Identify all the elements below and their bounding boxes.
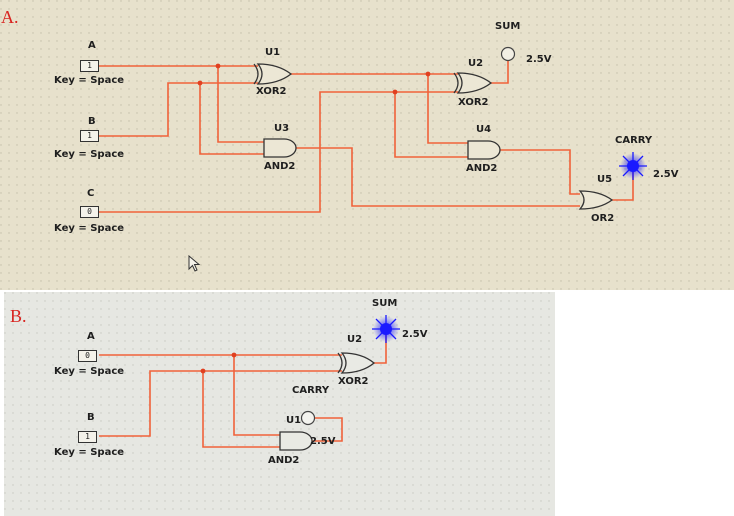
switch-c-toggle[interactable]: 0	[80, 206, 99, 218]
gate-u1-ref: U1	[265, 47, 281, 58]
mouse-cursor-icon	[188, 255, 201, 272]
gate-u1-xor	[253, 63, 293, 85]
probe-sum-lamp	[372, 315, 400, 343]
probe-sum-label: SUM	[372, 298, 398, 309]
junctions-a	[197, 63, 431, 95]
gate-u4-and	[467, 140, 501, 160]
switch-c-key: Key = Space	[54, 223, 125, 234]
gate-u2-xor	[453, 72, 493, 94]
gate-u2-ref: U2	[468, 58, 484, 69]
probe-carry-voltage: 2.5V	[310, 436, 336, 447]
switch-a-key: Key = Space	[54, 75, 125, 86]
gate-u5-or	[578, 190, 614, 210]
probe-carry-lamp	[619, 152, 647, 180]
gate-u2-ref: U2	[347, 334, 363, 345]
switch-a-toggle[interactable]: 0	[78, 350, 97, 362]
gate-u2-type: XOR2	[458, 97, 489, 108]
panel-a-letter: A.	[1, 7, 19, 27]
switch-b-name: B	[88, 116, 96, 127]
wires-a	[99, 54, 634, 213]
gate-u2-xor	[337, 352, 376, 374]
probe-sum-label: SUM	[495, 21, 521, 32]
probe-sum-voltage: 2.5V	[526, 54, 552, 65]
gate-u5-type: OR2	[591, 213, 615, 224]
probe-carry-label: CARRY	[615, 135, 653, 146]
switch-b-key: Key = Space	[54, 447, 125, 458]
schematic-a	[0, 0, 734, 290]
gate-u4-type: AND2	[466, 163, 498, 174]
circuit-panel-b: B. A 0 Key = Space B 1 Key = Space U2 XO…	[4, 292, 555, 516]
junctions-b	[200, 352, 237, 374]
circuit-panel-a: A. A 1 Key = Space B 1 Key = Space C 0 K…	[0, 0, 734, 290]
switch-b-toggle[interactable]: 1	[80, 130, 99, 142]
gate-u2-type: XOR2	[338, 376, 369, 387]
gate-u1-ref: U1	[286, 415, 302, 426]
gate-u3-and	[263, 138, 297, 158]
probe-sum-lamp	[500, 46, 516, 62]
switch-a-key: Key = Space	[54, 366, 125, 377]
probe-carry-voltage: 2.5V	[653, 169, 679, 180]
switch-a-name: A	[88, 40, 96, 51]
switch-b-name: B	[87, 412, 95, 423]
gate-u5-ref: U5	[597, 174, 613, 185]
switch-a-name: A	[87, 331, 95, 342]
switch-a-toggle[interactable]: 1	[80, 60, 99, 72]
gate-u4-ref: U4	[476, 124, 492, 135]
gate-u1-type: AND2	[268, 455, 300, 466]
schematic-b	[4, 292, 555, 516]
probe-sum-voltage: 2.5V	[402, 329, 428, 340]
probe-carry-lamp	[300, 410, 316, 426]
switch-b-toggle[interactable]: 1	[78, 431, 97, 443]
probe-carry-label: CARRY	[292, 385, 330, 396]
gate-u1-and	[279, 431, 313, 451]
switch-c-name: C	[87, 188, 95, 199]
gate-u3-type: AND2	[264, 161, 296, 172]
switch-b-key: Key = Space	[54, 149, 125, 160]
gate-u1-type: XOR2	[256, 86, 287, 97]
gate-u3-ref: U3	[274, 123, 290, 134]
panel-b-letter: B.	[10, 306, 27, 326]
